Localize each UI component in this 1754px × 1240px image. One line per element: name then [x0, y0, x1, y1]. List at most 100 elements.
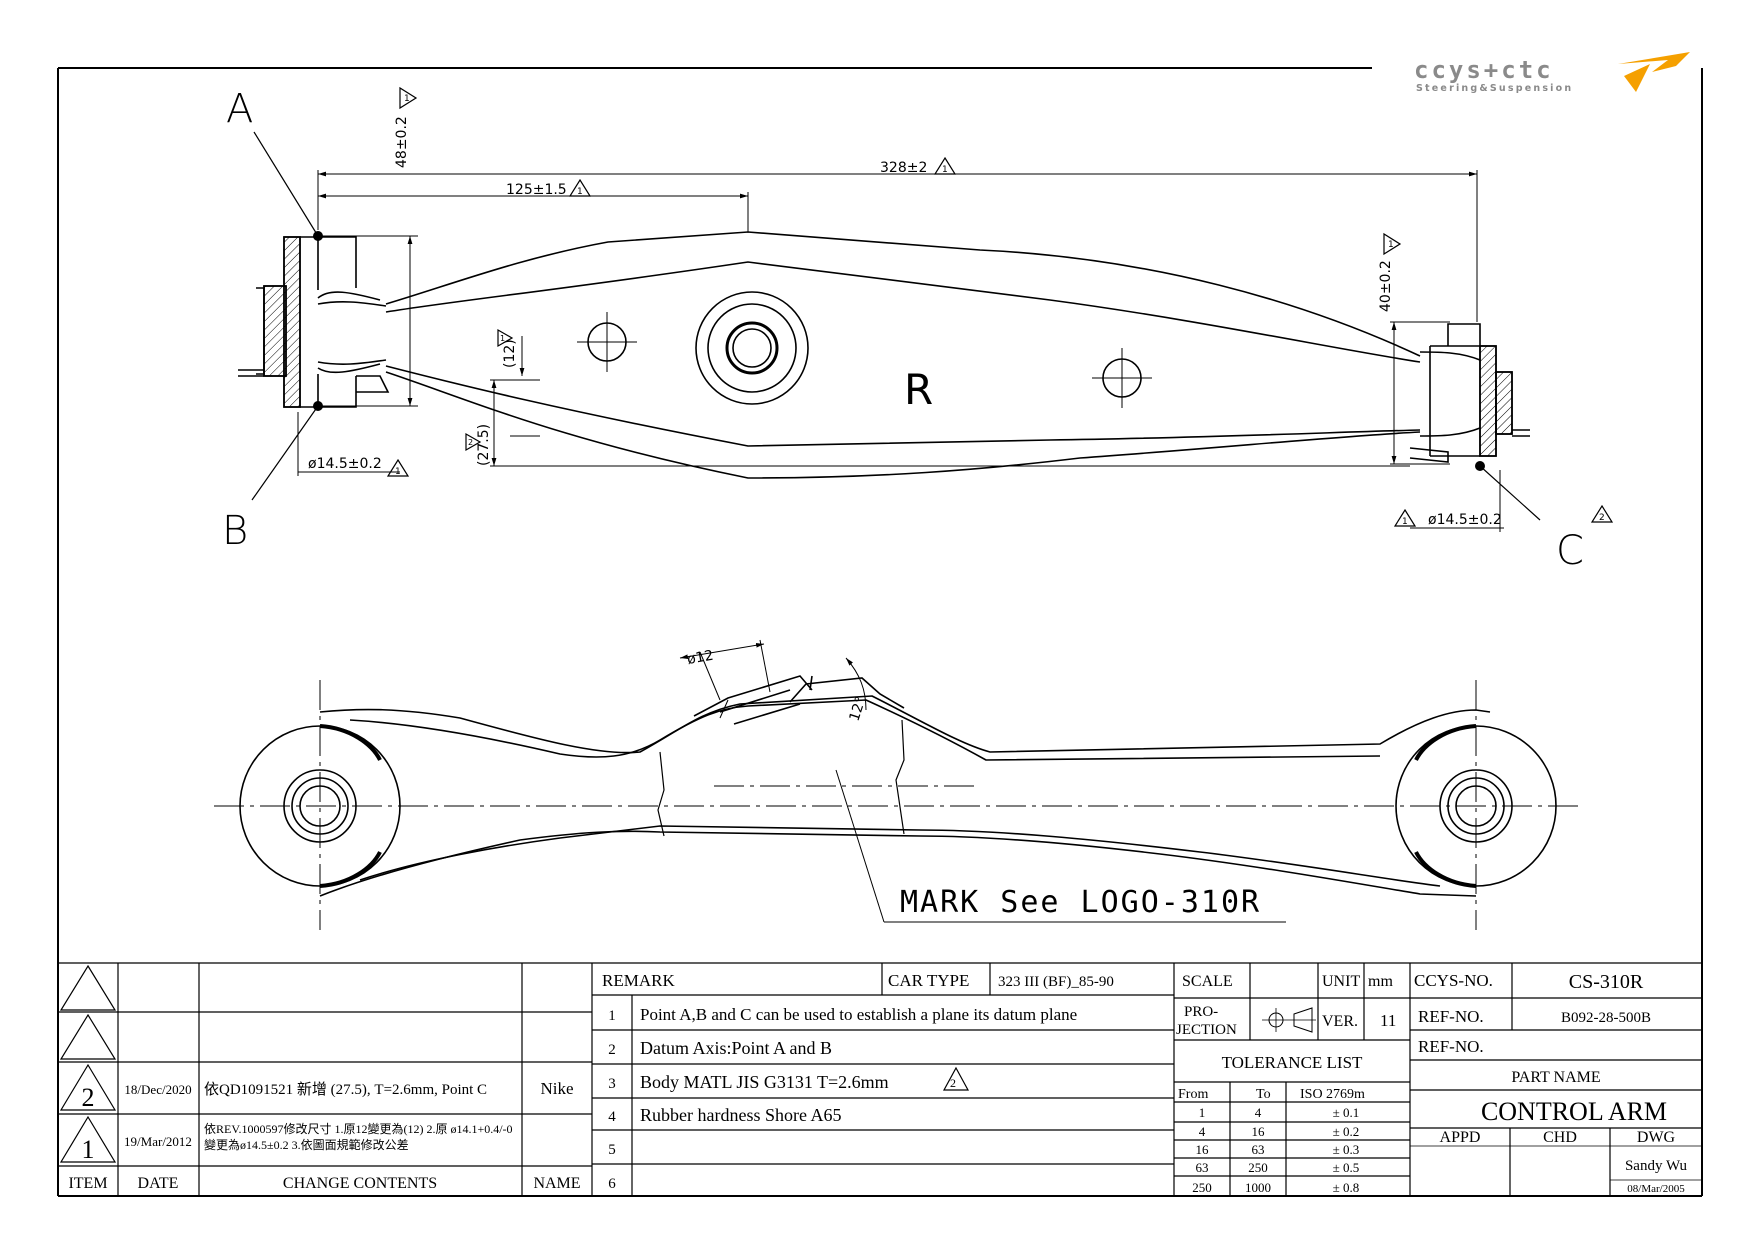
- remark-3-rev-mark: 2: [950, 1076, 956, 1090]
- dim-dia-left: ø14.5±0.2: [308, 456, 382, 472]
- rev-change-1-line1: 依REV.1000597修改尺寸 1.原12變更為(12) 2.原 ø14.1+…: [204, 1121, 513, 1136]
- dim-328: 328±2: [880, 160, 927, 176]
- remark-no-3: 3: [608, 1076, 616, 1092]
- rev-header-name: NAME: [533, 1175, 580, 1192]
- top-view: [238, 231, 1530, 479]
- svg-text:16: 16: [1252, 1124, 1266, 1139]
- svg-text:4: 4: [1199, 1124, 1206, 1139]
- tolerance-title: TOLERANCE LIST: [1222, 1053, 1363, 1072]
- remark-header: REMARK: [602, 971, 675, 990]
- car-type-label: CAR TYPE: [888, 971, 969, 990]
- title-block-lines: [58, 962, 1702, 1196]
- remark-text-3: Body MATL JIS G3131 T=2.6mm: [640, 1072, 889, 1092]
- ccys-no-label: CCYS-NO.: [1414, 971, 1493, 990]
- part-name-value: CONTROL ARM: [1481, 1097, 1667, 1126]
- scale-label: SCALE: [1182, 973, 1233, 990]
- ver-label: VER.: [1322, 1013, 1358, 1030]
- rev-item-1: 1: [82, 1135, 95, 1164]
- svg-text:250: 250: [1192, 1180, 1212, 1195]
- ccys-no-value: CS-310R: [1569, 971, 1644, 993]
- rev-name-2: Nike: [540, 1079, 573, 1098]
- remark-no-5: 5: [608, 1142, 616, 1158]
- rev-header-change: CHANGE CONTENTS: [283, 1175, 437, 1192]
- logo-tagline: Steering&Suspension: [1416, 83, 1573, 94]
- side-view: [214, 675, 1582, 930]
- part-name-label: PART NAME: [1511, 1069, 1600, 1086]
- unit-value: mm: [1368, 973, 1393, 990]
- logo-brand: ccys+ctc: [1414, 56, 1554, 84]
- point-a-label: A: [226, 86, 253, 132]
- svg-text:1: 1: [577, 187, 583, 197]
- svg-text:1: 1: [1402, 517, 1408, 527]
- svg-text:± 0.3: ± 0.3: [1333, 1142, 1360, 1157]
- tol-header-from: From: [1178, 1087, 1208, 1102]
- revision-triangles: 1 1 1 1 1 2 1 1 2: [386, 86, 1614, 527]
- side-view-texts: ø12 12° MARK See LOGO-310R: [686, 648, 1259, 920]
- remark-text-2: Datum Axis:Point A and B: [640, 1038, 832, 1058]
- side-body-top: [319, 695, 1491, 754]
- dim-27-5: (27.5): [476, 424, 492, 466]
- svg-text:250: 250: [1248, 1160, 1268, 1175]
- svg-text:4: 4: [1255, 1105, 1262, 1120]
- arm-outline-lower: [385, 365, 1421, 447]
- side-mark-r: R: [904, 365, 933, 414]
- remark-no-2: 2: [608, 1042, 616, 1058]
- dwg-label: DWG: [1637, 1129, 1676, 1146]
- ref-no-value: B092-28-500B: [1561, 1010, 1651, 1026]
- rev-item-2: 2: [82, 1083, 95, 1112]
- side-boss: [693, 675, 905, 717]
- dim-dia-right: ø14.5±0.2: [1428, 512, 1502, 528]
- projection-label-2: JECTION: [1176, 1022, 1237, 1038]
- title-block-text: 2 18/Dec/2020 依QD1091521 新增 (27.5), T=2.…: [68, 971, 1687, 1195]
- logo-swoosh-icon: [1618, 52, 1690, 92]
- tol-header-iso: ISO 2769m: [1300, 1087, 1365, 1102]
- svg-text:2: 2: [1599, 513, 1605, 523]
- svg-text:1000: 1000: [1245, 1180, 1271, 1195]
- arm-inner-lower: [385, 371, 1421, 479]
- company-logo: ccys+ctc Steering&Suspension: [1414, 52, 1690, 94]
- remark-no-4: 4: [608, 1109, 616, 1125]
- remark-text-1: Point A,B and C can be used to establish…: [640, 1005, 1077, 1024]
- center-boss-outer: [695, 291, 809, 405]
- dim-dia12: ø12: [686, 648, 715, 668]
- svg-text:63: 63: [1252, 1142, 1265, 1157]
- dim-48: 48±0.2: [394, 116, 410, 168]
- remark-no-6: 6: [608, 1176, 616, 1192]
- left-bushing-section: [238, 236, 390, 408]
- svg-text:63: 63: [1196, 1160, 1209, 1175]
- remark-text-4: Rubber hardness Shore A65: [640, 1105, 841, 1125]
- drawer-name: Sandy Wu: [1625, 1158, 1688, 1174]
- center-boss-mid: [707, 303, 797, 393]
- dim-12: (12): [502, 339, 518, 368]
- rev-change-2: 依QD1091521 新增 (27.5), T=2.6mm, Point C: [204, 1081, 487, 1098]
- chd-label: CHD: [1543, 1129, 1577, 1146]
- svg-text:± 0.1: ± 0.1: [1333, 1105, 1360, 1120]
- side-body-bottom-inner: [359, 825, 1441, 887]
- ver-value: 11: [1380, 1011, 1396, 1030]
- side-view-dimensions: [679, 639, 1286, 923]
- svg-text:± 0.5: ± 0.5: [1333, 1160, 1360, 1175]
- svg-text:± 0.8: ± 0.8: [1333, 1180, 1360, 1195]
- svg-text:± 0.2: ± 0.2: [1333, 1124, 1360, 1139]
- point-b-label: B: [222, 508, 248, 554]
- rev-header-item: ITEM: [68, 1175, 107, 1192]
- unit-label: UNIT: [1322, 973, 1360, 990]
- ref-no-label: REF-NO.: [1418, 1007, 1484, 1026]
- svg-text:1: 1: [1199, 1105, 1206, 1120]
- right-bushing-section: [1409, 323, 1530, 463]
- appd-label: APPD: [1440, 1129, 1481, 1146]
- top-view-dimensions: [297, 170, 1504, 532]
- side-body-top-inner: [349, 699, 1381, 761]
- arm-outline-upper: [385, 231, 1421, 357]
- side-body-bottom: [319, 830, 1477, 897]
- projection-label-1: PRO-: [1184, 1004, 1218, 1020]
- svg-text:1: 1: [395, 467, 401, 477]
- car-type-value: 323 III (BF)_85-90: [998, 974, 1114, 990]
- svg-text:1: 1: [500, 334, 505, 343]
- ref-no2-label: REF-NO.: [1418, 1037, 1484, 1056]
- dimension-texts: 328±2 125±1.5 48±0.2 40±0.2 (12) (27.5) …: [308, 116, 1502, 528]
- drawing-border: [57, 67, 1703, 1197]
- remark-no-1: 1: [608, 1008, 616, 1024]
- rev-date-2: 18/Dec/2020: [124, 1082, 191, 1097]
